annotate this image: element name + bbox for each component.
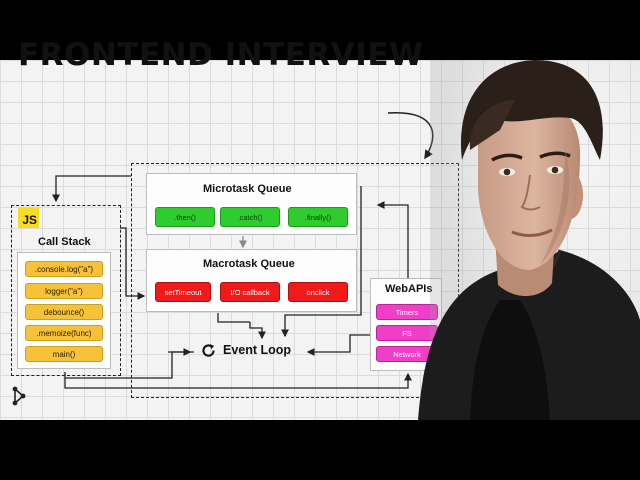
microtask-item: .finally() <box>288 207 348 227</box>
webapi-item: Network <box>376 346 438 362</box>
call-stack-title: Call Stack <box>38 236 91 248</box>
javascript-badge: JS <box>18 207 39 228</box>
macrotask-item: I/O callback <box>220 282 280 302</box>
stack-frame: debounce() <box>25 304 103 320</box>
stack-frame: .console.log("a") <box>25 261 103 277</box>
headline: FRONTEND INTERVIEW <box>18 37 424 73</box>
stack-frame: main() <box>25 346 103 362</box>
microtask-queue-title: Microtask Queue <box>203 183 292 195</box>
refresh-icon <box>202 344 215 357</box>
stack-frame: .memoize(func) <box>25 325 103 341</box>
microtask-item: .catch() <box>220 207 280 227</box>
stack-frame: logger("a") <box>25 283 103 299</box>
webapi-item: FS <box>376 325 438 341</box>
macrotask-queue-title: Macrotask Queue <box>203 258 295 270</box>
webapis-title: WebAPIs <box>385 283 433 295</box>
webapi-item: Timers <box>376 304 438 320</box>
network-logo-icon <box>12 386 26 406</box>
microtask-item: .then() <box>155 207 215 227</box>
event-loop-label: Event Loop <box>223 343 292 357</box>
macrotask-item: onclick <box>288 282 348 302</box>
macrotask-item: setTimeout <box>155 282 211 302</box>
